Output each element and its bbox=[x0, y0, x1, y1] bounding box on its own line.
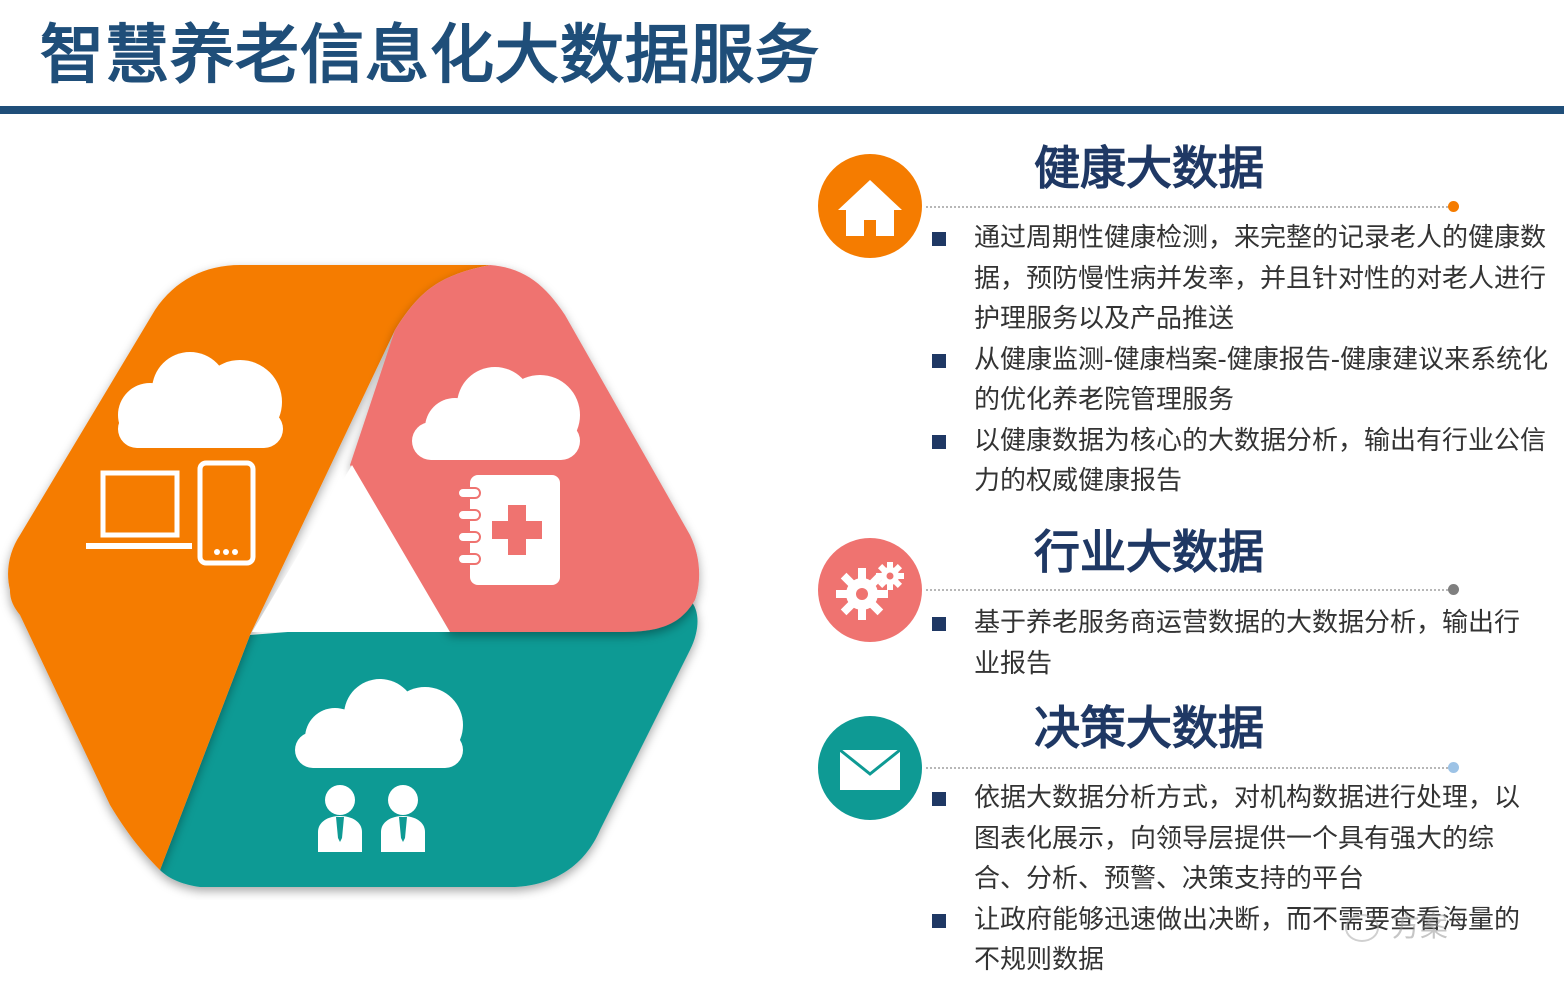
title-rule bbox=[0, 106, 1564, 114]
bullet-item: 基于养老服务商运营数据的大数据分析，输出行业报告 bbox=[930, 603, 1540, 684]
hexagon-cycle-graphic bbox=[8, 265, 700, 887]
bullet-text: 以健康数据为核心的大数据分析，输出有行业公信力的权威健康报告 bbox=[974, 425, 1547, 497]
bullet-square-icon bbox=[932, 617, 946, 631]
laptop-icon bbox=[86, 470, 192, 549]
bullet-text: 从健康监测-健康档案-健康报告-健康建议来系统化的优化养老院管理服务 bbox=[974, 344, 1549, 416]
bullet-list-health: 通过周期性健康检测，来完整的记录老人的健康数据，预防慢性病并发率，并且针对性的对… bbox=[930, 218, 1560, 502]
section-divider-dot bbox=[1448, 762, 1459, 773]
watermark-text: 方案 bbox=[1391, 910, 1448, 943]
cloud-icon bbox=[118, 352, 283, 448]
page-title: 智慧养老信息化大数据服务 bbox=[40, 19, 820, 93]
bullet-square-icon bbox=[932, 434, 946, 449]
section-divider-dot bbox=[1448, 584, 1459, 595]
section-title-industry: 行业大数据 bbox=[1034, 525, 1264, 579]
users-icon bbox=[318, 785, 425, 852]
section-divider bbox=[926, 767, 1452, 769]
phone-icon bbox=[197, 460, 256, 566]
section-divider bbox=[926, 206, 1452, 208]
section-title-health: 健康大数据 bbox=[1034, 141, 1264, 195]
bullet-text: 通过周期性健康检测，来完整的记录老人的健康数据，预防慢性病并发率，并且针对性的对… bbox=[974, 223, 1547, 334]
section-title-decision: 决策大数据 bbox=[1034, 701, 1264, 755]
bullet-text: 让政府能够迅速做出决断，而不需要查看海量的不规则数据 bbox=[974, 904, 1521, 976]
cloud-icon bbox=[412, 367, 580, 460]
section-divider-dot bbox=[1448, 201, 1459, 212]
hexagon-center-triangle bbox=[252, 465, 450, 632]
bullet-square-icon bbox=[932, 913, 946, 928]
bullet-square-icon bbox=[932, 232, 946, 246]
bullet-item: 以健康数据为核心的大数据分析，输出有行业公信力的权威健康报告 bbox=[930, 421, 1560, 502]
bullet-square-icon bbox=[932, 792, 946, 806]
bullet-square-icon bbox=[932, 353, 946, 368]
bullet-list-decision: 依据大数据分析方式，对机构数据进行处理，以图表化展示，向领导层提供一个具有强大的… bbox=[930, 778, 1540, 981]
envelope-icon bbox=[818, 716, 922, 820]
watermark-icon bbox=[1345, 914, 1379, 942]
bullet-item: 依据大数据分析方式，对机构数据进行处理，以图表化展示，向领导层提供一个具有强大的… bbox=[930, 778, 1540, 900]
medical-notebook-icon bbox=[457, 475, 560, 585]
home-icon bbox=[818, 154, 922, 258]
bullet-list-industry: 基于养老服务商运营数据的大数据分析，输出行业报告 bbox=[930, 603, 1540, 684]
gears-icon bbox=[818, 538, 922, 642]
bullet-text: 基于养老服务商运营数据的大数据分析，输出行业报告 bbox=[974, 608, 1521, 679]
section-divider bbox=[926, 589, 1452, 591]
bullet-text: 依据大数据分析方式，对机构数据进行处理，以图表化展示，向领导层提供一个具有强大的… bbox=[974, 783, 1521, 894]
watermark: 方案 bbox=[1345, 905, 1448, 945]
bullet-item: 让政府能够迅速做出决断，而不需要查看海量的不规则数据 bbox=[930, 900, 1540, 981]
cloud-icon bbox=[295, 679, 463, 768]
bullet-item: 从健康监测-健康档案-健康报告-健康建议来系统化的优化养老院管理服务 bbox=[930, 340, 1560, 421]
bullet-item: 通过周期性健康检测，来完整的记录老人的健康数据，预防慢性病并发率，并且针对性的对… bbox=[930, 218, 1560, 340]
